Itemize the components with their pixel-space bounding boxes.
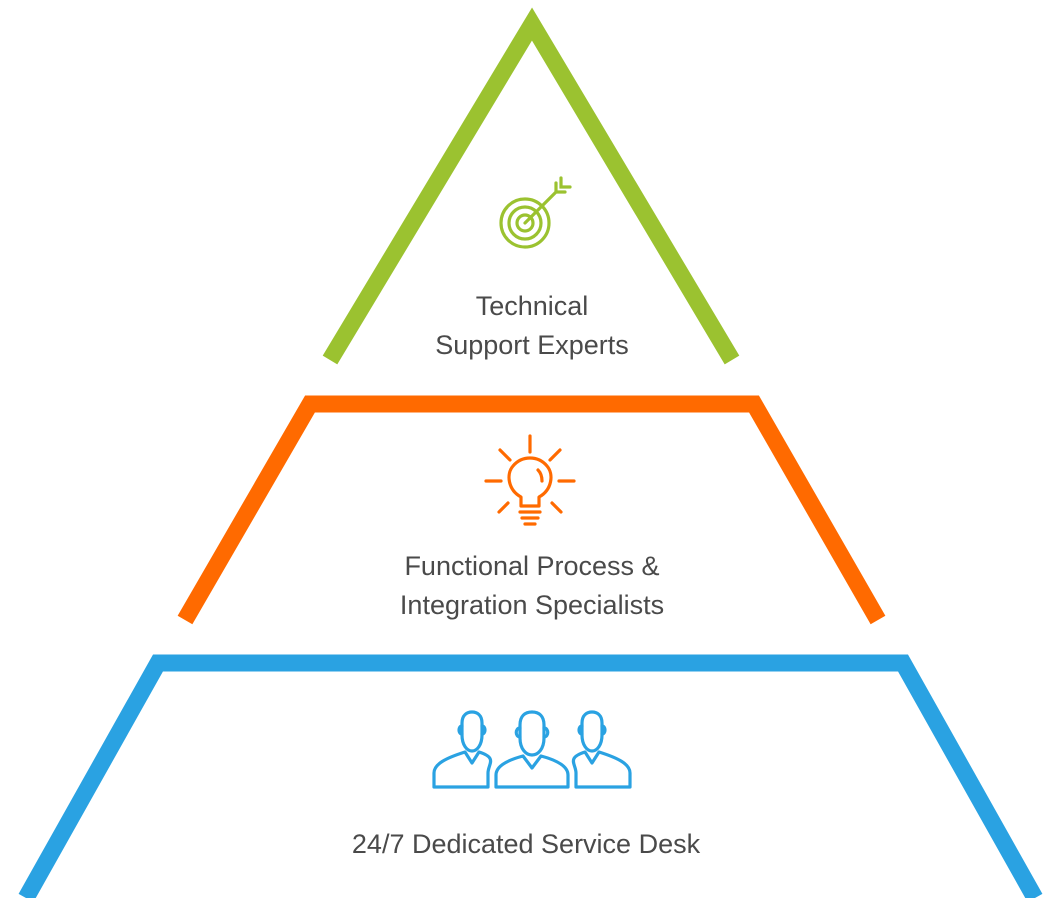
person-left-icon [432, 710, 493, 789]
tier-top-label-line1: Technical [476, 291, 589, 321]
tier-middle-label-line2: Integration Specialists [400, 590, 664, 620]
target-icon [499, 176, 572, 249]
tier-middle-label-line1: Functional Process & [404, 551, 659, 581]
person-center-icon [494, 710, 570, 789]
tier-middle-outline [177, 395, 886, 625]
tier-bottom-label: 24/7 Dedicated Service Desk [352, 829, 701, 859]
tier-top-outline [322, 7, 740, 365]
tier-bottom: 24/7 Dedicated Service Desk [18, 654, 1043, 898]
person-right-icon [571, 710, 632, 789]
lightbulb-icon [484, 434, 576, 526]
tier-middle: Functional Process & Integration Special… [177, 395, 886, 625]
tier-top-label-line2: Support Experts [435, 330, 629, 360]
people-icon [432, 710, 632, 789]
tier-top: Technical Support Experts [322, 7, 740, 365]
tier-bottom-outline [18, 654, 1043, 898]
